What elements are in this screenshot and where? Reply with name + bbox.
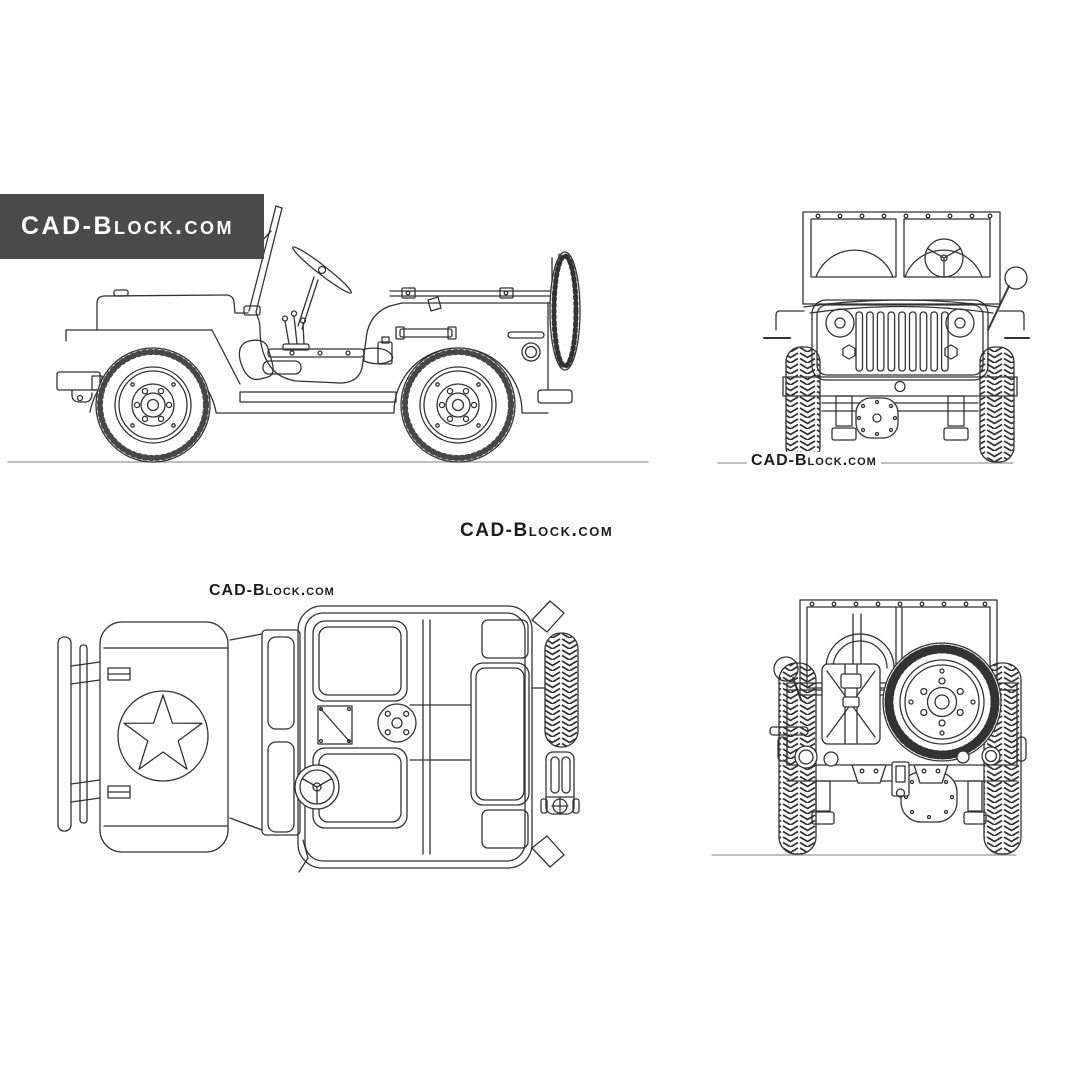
brand-banner: CAD-Block.com (0, 194, 264, 259)
top-front-bumper (57, 636, 101, 832)
front-grille (811, 299, 989, 381)
side-view-drawing (7, 205, 649, 470)
front-left-tire (785, 346, 821, 463)
front-mirror (987, 266, 1028, 331)
top-hood (99, 621, 229, 853)
side-front-wheel (96, 348, 210, 462)
side-hood (65, 289, 249, 385)
watermark-above-top-view: CAD-Block.com (209, 582, 335, 599)
rear-steering-dome (825, 613, 895, 669)
top-cowl-fittings (317, 703, 417, 745)
front-right-tire (979, 346, 1015, 463)
side-rear-wheel (401, 348, 515, 462)
side-seat (238, 339, 302, 381)
top-body-tub (297, 605, 533, 869)
front-bumper (782, 376, 1018, 397)
rear-mirror (773, 656, 802, 701)
rear-jerry-can (821, 663, 881, 745)
watermark-center: CAD-Block.com (460, 520, 614, 541)
side-front-bumper (56, 371, 113, 403)
top-steering-wheel (294, 764, 340, 810)
side-steering-wheel (292, 246, 352, 330)
top-jerry-can (540, 751, 580, 815)
top-passenger-seat (312, 620, 408, 702)
brand-logo-text: CAD-Block.com (21, 212, 234, 240)
side-rear-fixtures (507, 331, 573, 404)
rear-tail-lights (794, 745, 1001, 769)
side-gear-levers (281, 310, 310, 351)
watermark-below-front-view: CAD-Block.com (747, 452, 881, 470)
rear-spare-tire (882, 642, 1002, 762)
side-rear-rail (389, 287, 561, 312)
front-windshield (802, 211, 1001, 305)
front-view-drawing (717, 211, 1030, 464)
top-view-drawing (57, 600, 580, 873)
side-spare-tire (549, 251, 581, 371)
rear-hitch (851, 761, 949, 798)
front-undercarriage (821, 395, 979, 441)
front-headlights (825, 308, 975, 360)
rear-view-drawing (711, 599, 1027, 856)
front-hood (763, 299, 1030, 339)
top-folded-windshield (229, 629, 309, 873)
top-bumperettes (531, 600, 565, 868)
top-rear-bench (470, 619, 530, 849)
top-spare-tire (531, 632, 579, 748)
top-star-insignia (117, 690, 209, 782)
